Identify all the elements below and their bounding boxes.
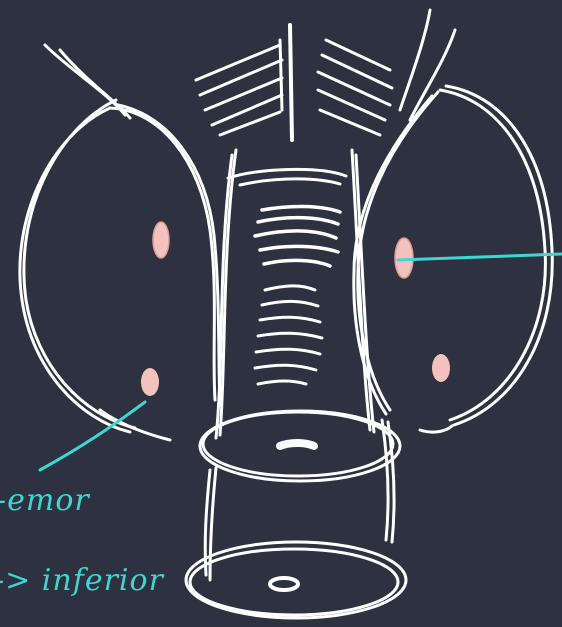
lower-ring xyxy=(186,542,406,618)
label-bottom-left: -> inferior xyxy=(0,563,165,598)
left-pointer-line xyxy=(40,402,145,470)
left-lobe xyxy=(20,45,220,440)
label-lower-left: -emor xyxy=(0,483,90,518)
left-upper-marker xyxy=(153,222,169,258)
right-upper-marker xyxy=(395,238,413,278)
right-lower-marker xyxy=(432,354,450,382)
left-lower-marker xyxy=(141,368,159,396)
right-lobe xyxy=(354,10,552,432)
right-pointer-line xyxy=(398,254,562,260)
